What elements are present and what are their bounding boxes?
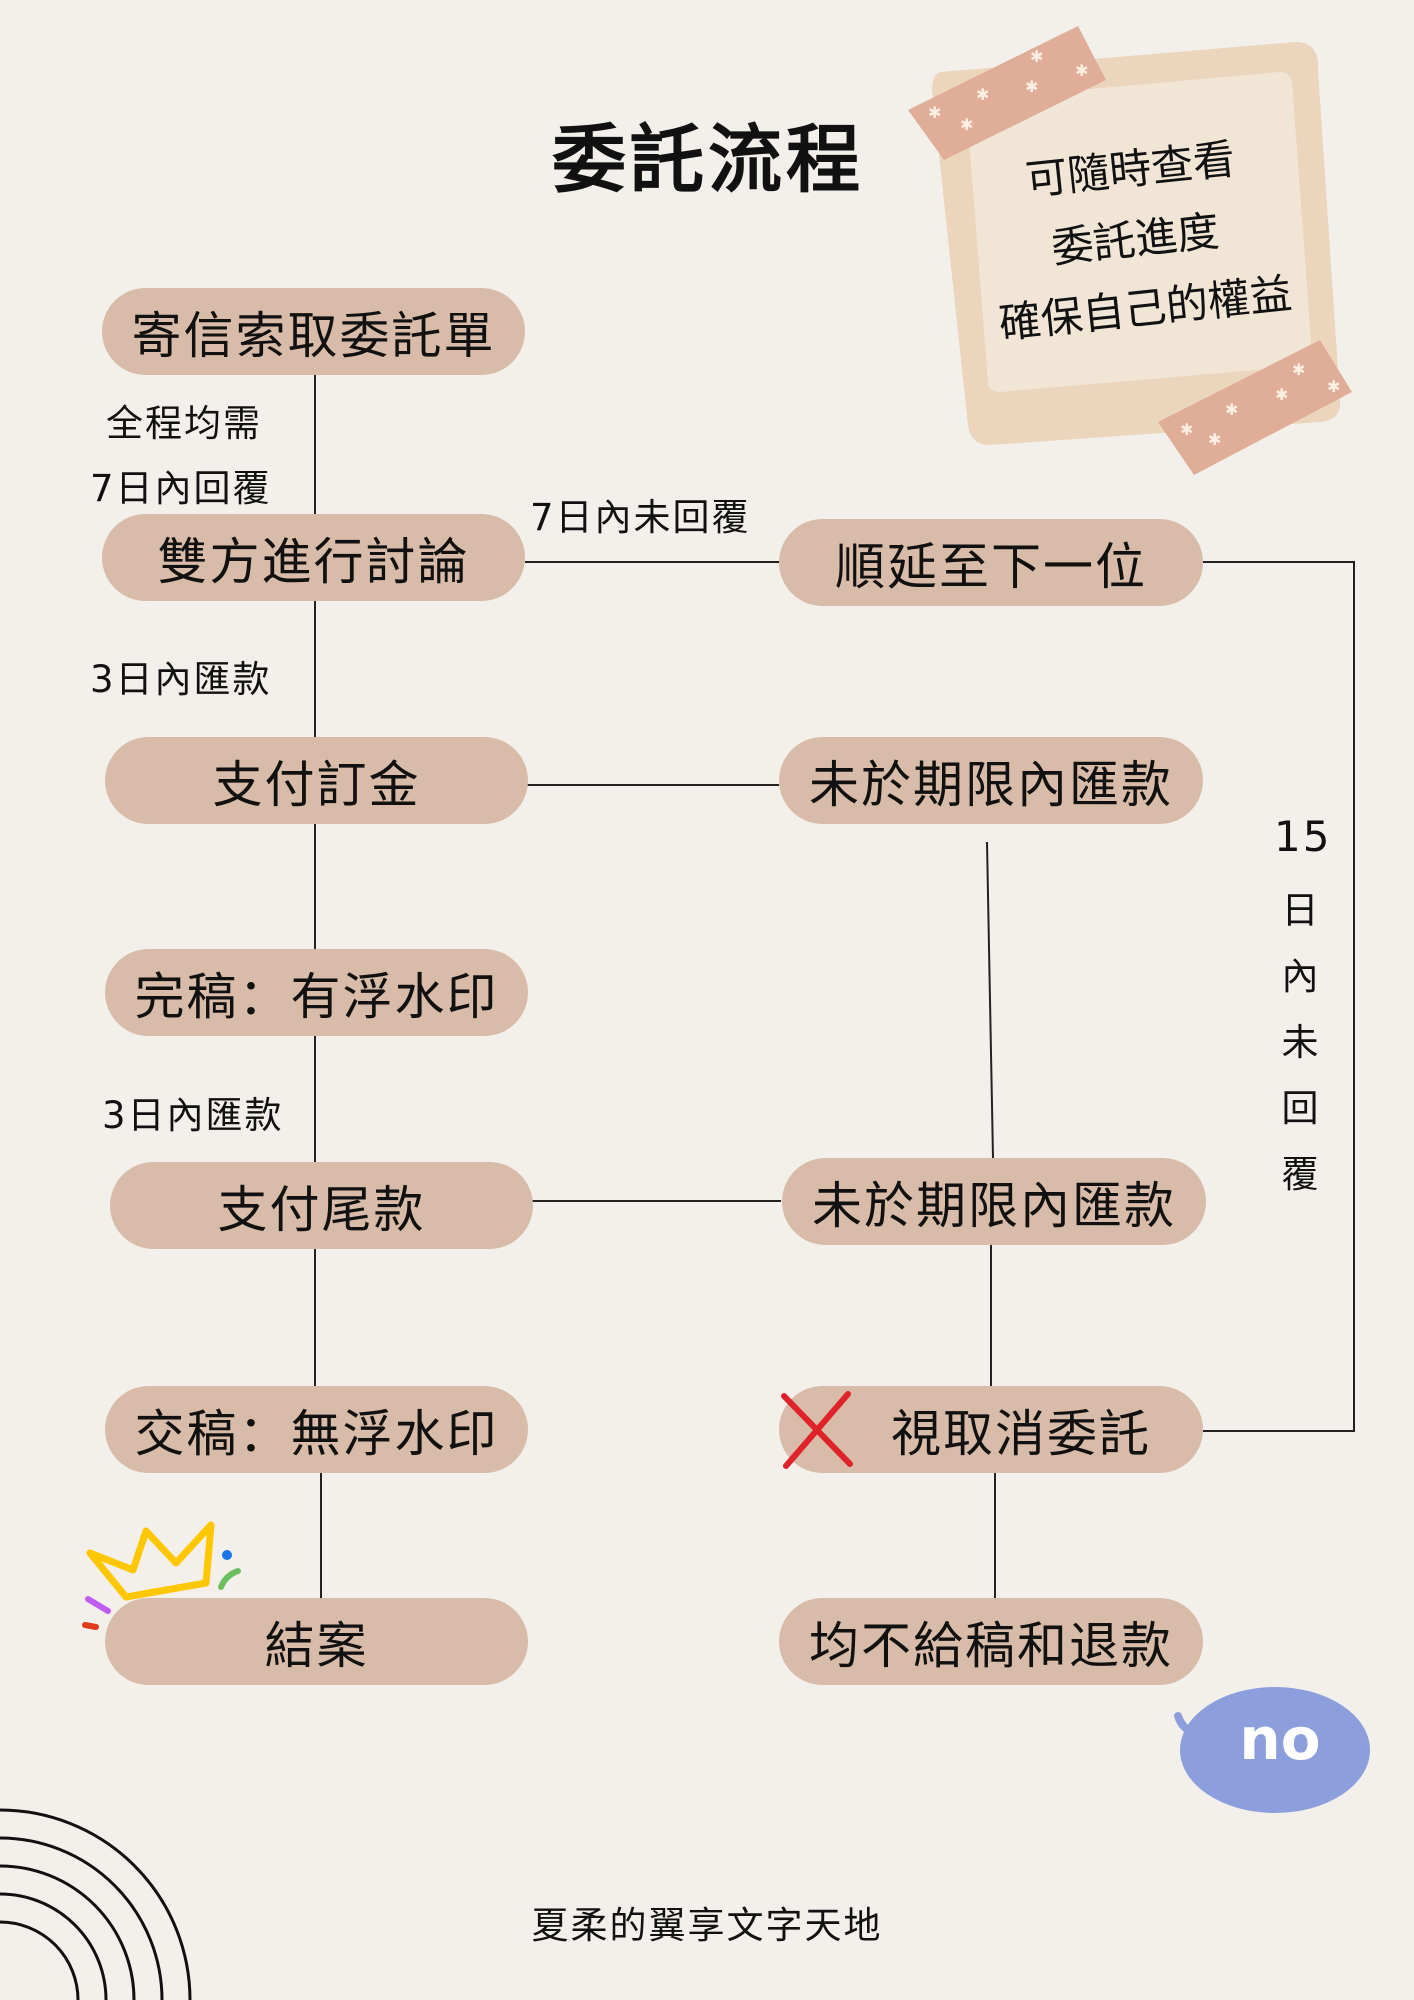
step-cancelled: 視取消委託: [779, 1386, 1203, 1473]
footer-credit: 夏柔的翼享文字天地: [531, 1904, 883, 1947]
cross-icon: [781, 1391, 853, 1469]
label-vertical-char: 回: [1281, 1087, 1319, 1130]
svg-text:✱: ✱: [1225, 400, 1238, 419]
tape-top-decoration: [908, 26, 1106, 160]
label-pay-3days-balance: 3日內匯款: [102, 1094, 284, 1137]
step-discussion: 雙方進行討論: [102, 514, 525, 601]
page-title: 委託流程: [552, 117, 864, 203]
label-vertical-char: 內: [1281, 955, 1319, 998]
tape-bottom-decoration: [1158, 340, 1352, 475]
sticky-note-decoration: ✱✱✱✱✱✱ ✱✱✱✱✱✱: [908, 26, 1352, 475]
svg-text:✱: ✱: [1275, 385, 1288, 404]
step-deliver-no-watermark: 交稿：無浮水印: [105, 1386, 528, 1473]
step-no-refund: 均不給稿和退款: [779, 1598, 1203, 1685]
label-reply-7days: 7日內回覆: [90, 467, 272, 510]
svg-text:✱: ✱: [1025, 77, 1038, 96]
svg-text:✱: ✱: [976, 85, 989, 104]
svg-text:✱: ✱: [1180, 420, 1193, 439]
label-no-reply-7days: 7日內未回覆: [530, 496, 751, 539]
step-draft-watermark: 完稿：有浮水印: [105, 949, 528, 1036]
label-pay-3days: 3日內匯款: [90, 658, 272, 701]
no-speech-bubble: [1174, 1687, 1370, 1813]
svg-text:✱: ✱: [1075, 61, 1088, 80]
label-vertical-char: 日: [1281, 889, 1319, 932]
svg-text:✱: ✱: [928, 103, 941, 122]
step-balance-overdue: 未於期限內匯款: [782, 1158, 1206, 1245]
rainbow-arcs-decoration: [0, 1808, 192, 2000]
crown-icon: [82, 1521, 241, 1630]
step-request-form: 寄信索取委託單: [102, 288, 525, 375]
svg-text:✱: ✱: [1030, 47, 1043, 66]
svg-text:✱: ✱: [1292, 360, 1305, 379]
step-postpone: 順延至下一位: [779, 519, 1203, 606]
step-pay-deposit: 支付訂金: [105, 737, 528, 824]
svg-text:✱: ✱: [1208, 430, 1221, 449]
step-deposit-overdue: 未於期限內匯款: [779, 737, 1203, 824]
step-close-case: 結案: [105, 1598, 528, 1685]
label-vertical-char: 覆: [1281, 1153, 1319, 1196]
label-15: 15: [1274, 812, 1332, 861]
label-vertical-char: 未: [1281, 1021, 1319, 1064]
svg-text:✱: ✱: [1327, 377, 1340, 396]
bubble-text: no: [1239, 1705, 1321, 1773]
svg-text:✱: ✱: [960, 115, 973, 134]
label-all-need: 全程均需: [106, 402, 262, 445]
step-pay-balance: 支付尾款: [110, 1162, 533, 1249]
